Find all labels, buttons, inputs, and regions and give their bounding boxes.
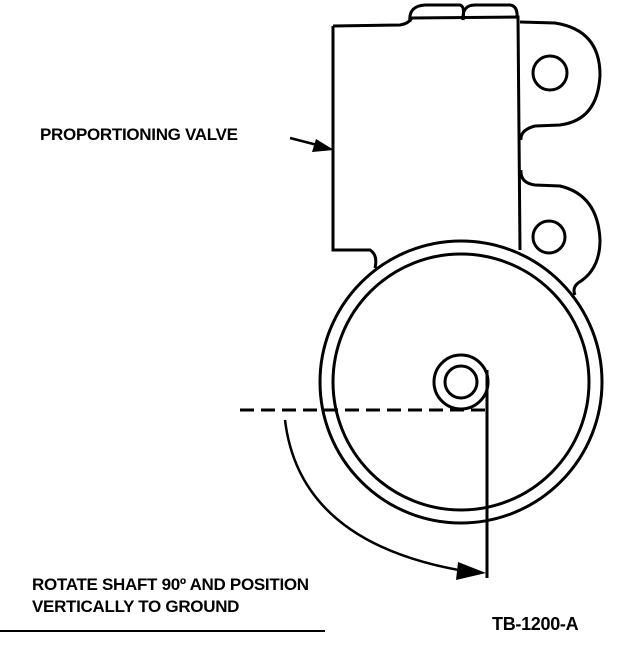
upper-mounting-hole (531, 54, 569, 92)
upper-mounting-lug (519, 20, 602, 141)
lower-mounting-hole (531, 219, 567, 255)
valve-top-fitting (408, 3, 519, 23)
valve-housing-inner-circle (331, 252, 591, 512)
instruction-line-1: ROTATE SHAFT 90º AND POSITION (32, 575, 309, 594)
valve-housing-outer-circle (318, 239, 604, 525)
instruction-line-2: VERTICALLY TO GROUND (32, 597, 240, 616)
figure-id: TB-1200-A (492, 614, 579, 634)
shaft-inner (443, 364, 479, 400)
lower-mounting-lug (519, 169, 602, 296)
part-label: PROPORTIONING VALVE (40, 125, 238, 144)
rotation-arc (283, 419, 471, 574)
valve-body (331, 15, 522, 269)
shaft-outer (432, 353, 490, 411)
part-leader-arrowhead-icon (312, 139, 334, 152)
rotation-arrowhead-icon (456, 562, 486, 580)
